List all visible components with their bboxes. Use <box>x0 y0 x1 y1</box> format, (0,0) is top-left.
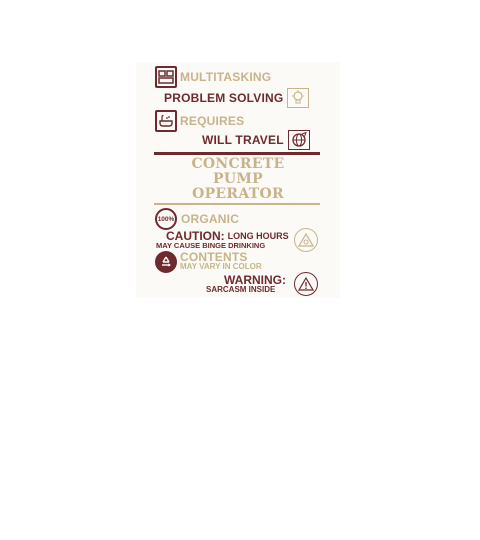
tshirt-design: MULTITASKING PROBLEM SOLVING REQUIRES <box>136 62 340 298</box>
bathtub-icon <box>155 110 177 132</box>
title-line-2: PUMP <box>213 171 263 187</box>
hazard-triangle-icon <box>294 228 318 252</box>
lightbulb-icon <box>287 88 310 108</box>
requires-row: REQUIRES <box>155 110 244 132</box>
contents-line-1: CONTENTS <box>180 250 248 264</box>
contents-line-2: MAY VARY IN COLOR <box>180 262 262 271</box>
caution-line-1: CAUTION: LONG HOURS <box>166 229 289 243</box>
recycle-icon <box>155 251 177 273</box>
problem-solving-row: PROBLEM SOLVING <box>164 88 310 108</box>
caution-line-2: MAY CAUSE BINGE DRINKING <box>156 241 265 250</box>
warning-line-2: SARCASM INSIDE <box>206 285 275 294</box>
top-divider <box>154 152 320 155</box>
contents-label: CONTENTS <box>180 250 248 264</box>
organic-label: ORGANIC <box>181 212 240 226</box>
title-line-3: OPERATOR <box>192 186 284 202</box>
multitasking-label: MULTITASKING <box>180 70 272 84</box>
hundred-percent-badge-icon: 100% <box>155 208 177 230</box>
globe-icon <box>287 130 310 150</box>
window-grid-icon <box>155 66 177 88</box>
contents-detail: MAY VARY IN COLOR <box>180 262 262 271</box>
will-travel-label: WILL TRAVEL <box>202 133 284 147</box>
problem-solving-label: PROBLEM SOLVING <box>164 91 284 105</box>
bottom-divider <box>154 203 320 205</box>
warning-label: WARNING: <box>224 273 286 287</box>
caution-label: CAUTION: <box>166 229 225 243</box>
title-line-1: CONCRETE <box>191 156 285 172</box>
caution-detail: MAY CAUSE BINGE DRINKING <box>156 241 266 250</box>
caution-rest: LONG HOURS <box>227 231 289 241</box>
multitasking-row: MULTITASKING <box>155 66 271 88</box>
will-travel-row: WILL TRAVEL <box>202 130 310 150</box>
organic-row: 100% ORGANIC <box>155 208 239 230</box>
warning-triangle-icon <box>294 272 318 296</box>
warning-detail: SARCASM INSIDE <box>206 285 276 294</box>
warning-line-1: WARNING: <box>224 273 286 287</box>
requires-label: REQUIRES <box>180 114 245 128</box>
badge-text: 100% <box>157 215 175 223</box>
